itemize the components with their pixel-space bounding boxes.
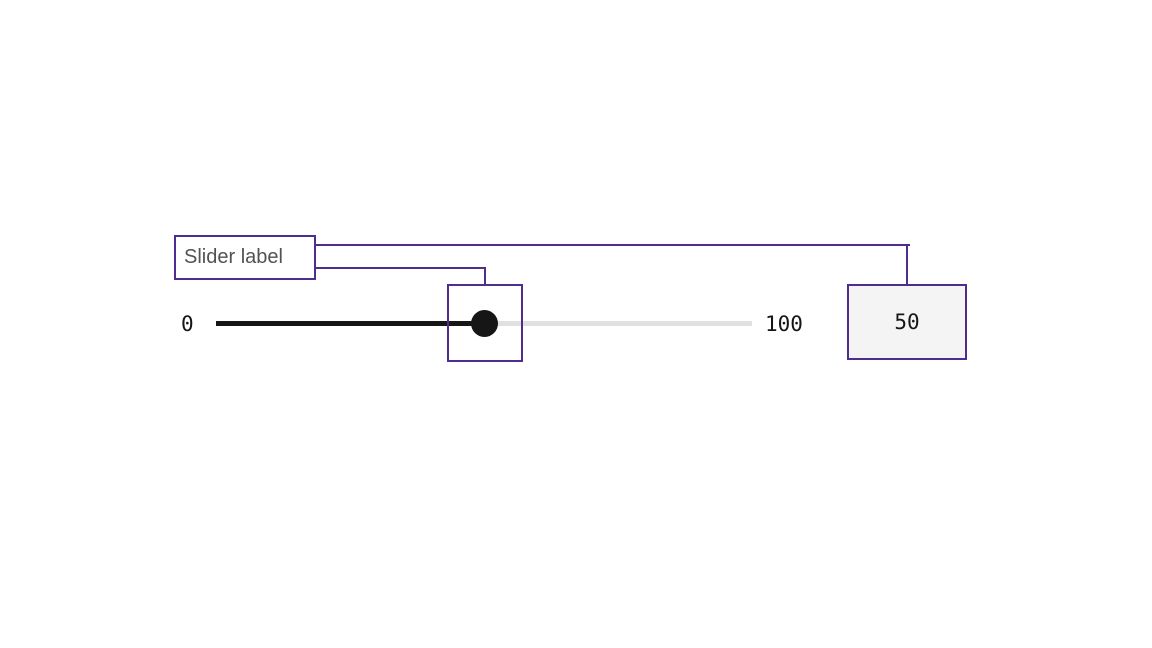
slider-min-label: 0: [181, 312, 194, 336]
slider-max-label: 100: [765, 312, 803, 336]
slider-thumb[interactable]: [471, 310, 498, 337]
slider-label-annotation-box: Slider label: [174, 235, 316, 280]
slider-value-text: 50: [894, 310, 920, 334]
slider-value-input[interactable]: 50: [847, 284, 967, 360]
connector-label-to-thumb-horizontal: [314, 267, 486, 269]
slider-track-filled: [216, 321, 484, 326]
connector-label-to-value-input-horizontal: [314, 244, 910, 246]
connector-label-to-value-input-vertical: [906, 244, 908, 286]
slider[interactable]: 0 100: [174, 300, 824, 348]
slider-label: Slider label: [184, 246, 283, 268]
slider-thumb-annotation-box: [447, 284, 523, 362]
connector-label-to-thumb-vertical: [484, 267, 486, 286]
slider-track-area[interactable]: [216, 300, 752, 348]
